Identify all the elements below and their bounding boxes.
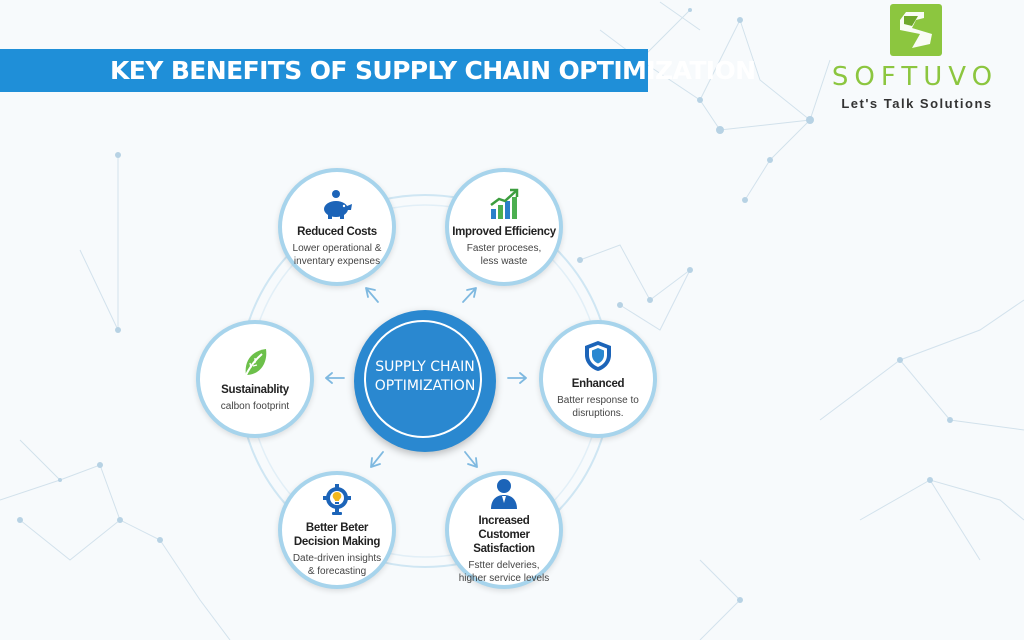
logo-mark-icon <box>890 4 942 56</box>
benefit-desc: Lower operational & inventary expenses <box>293 242 382 268</box>
gear-bulb-icon <box>323 483 351 515</box>
benefit-desc: calbon footprint <box>221 400 289 413</box>
page-title-text: KEY BENEFITS OF SUPPLY CHAIN OPTIMIZATIO… <box>110 56 756 85</box>
benefit-reduced-costs: Reduced Costs Lower operational & invent… <box>278 168 396 286</box>
benefit-title: Reduced Costs <box>297 225 377 238</box>
customer-icon <box>491 478 517 509</box>
arrow-to-customer-satisfaction <box>464 451 478 468</box>
hub-supply-chain-optimization: SUPPLY CHAIN OPTIMIZATION <box>354 310 496 452</box>
benefit-desc-line: Batter response to <box>557 394 639 406</box>
benefit-desc: Batter response to disruptions. <box>557 394 639 420</box>
benefit-title-line: Increased <box>478 514 530 527</box>
benefit-desc-line: less waste <box>480 255 528 267</box>
leaf-icon <box>245 349 267 376</box>
benefit-title: Increased Customer Satisfaction <box>449 514 559 556</box>
benefit-desc-line: Date-driven insights <box>292 552 382 564</box>
hub-label-line1: SUPPLY CHAIN <box>375 359 475 375</box>
benefit-desc-line: Faster proceses, <box>466 242 542 254</box>
benefit-title-line: Customer Satisfaction <box>473 528 535 555</box>
benefit-title-line: Decision Making <box>293 535 381 548</box>
benefit-customer-satisfaction: Increased Customer Satisfaction Fstter d… <box>445 471 563 589</box>
benefit-decision-making: Better Beter Decision Making Date-driven… <box>278 471 396 589</box>
benefit-desc-line: Fstter delveries, <box>468 559 540 571</box>
logo-name: SOFTUVO <box>831 62 999 92</box>
benefit-title: Improved Efficiency <box>452 225 556 238</box>
benefit-sustainability: Sustainablity calbon footprint <box>196 320 314 438</box>
softuvo-logo: SOFTUVO Let's Talk Solutions <box>820 0 1020 120</box>
benefit-desc-line: higher service levels <box>458 572 550 584</box>
benefit-desc-line: & forecasting <box>307 565 367 577</box>
benefit-desc-line: disruptions. <box>572 407 624 419</box>
benefit-desc: Fstter delveries, higher service levels <box>459 559 550 585</box>
arrow-to-improved-efficiency <box>462 287 477 303</box>
piggy-bank-icon <box>324 189 352 219</box>
arrow-to-reduced-costs <box>365 287 379 303</box>
growth-chart-icon <box>490 188 519 219</box>
benefit-enhanced: Enhanced Batter response to disruptions. <box>539 320 657 438</box>
page-title: KEY BENEFITS OF SUPPLY CHAIN OPTIMIZATIO… <box>0 49 756 92</box>
benefit-title: Enhanced <box>571 377 625 390</box>
benefit-title-line: Better Beter <box>305 521 369 534</box>
logo-tagline: Let's Talk Solutions <box>841 96 993 111</box>
hub-inner-ring <box>364 320 482 438</box>
hub-label-line2: OPTIMIZATION <box>374 378 476 394</box>
arrow-to-sustainability <box>325 372 345 384</box>
benefit-desc: Date-driven insights & forecasting <box>293 552 381 578</box>
hub-label: SUPPLY CHAIN OPTIMIZATION <box>354 358 496 396</box>
benefit-desc-line: calbon footprint <box>220 401 290 412</box>
arrow-to-decision-making <box>370 451 384 468</box>
arrow-to-enhanced <box>507 372 527 384</box>
benefit-desc: Faster proceses, less waste <box>467 242 541 268</box>
benefit-desc-line: Lower operational & <box>292 242 382 254</box>
benefit-title: Better Beter Decision Making <box>293 521 381 549</box>
benefit-improved-efficiency: Improved Efficiency Faster proceses, les… <box>445 168 563 286</box>
shield-icon <box>585 340 611 371</box>
benefit-desc-line: inventary expenses <box>293 255 381 267</box>
benefit-title: Sustainablity <box>221 384 289 396</box>
